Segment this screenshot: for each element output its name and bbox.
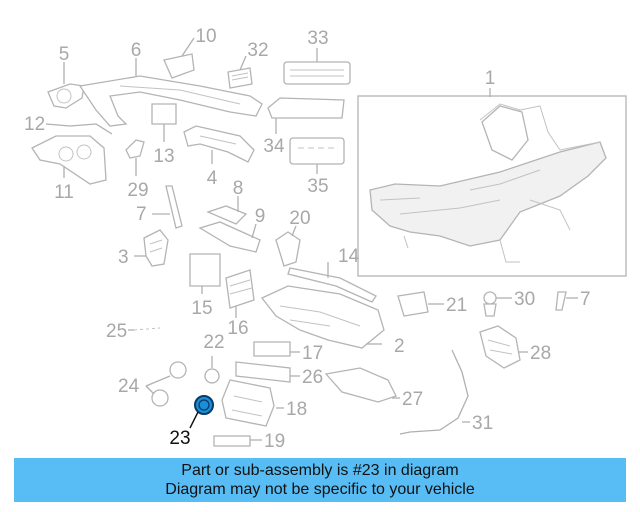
part-30-sensor[interactable]: [483, 291, 497, 317]
label-29: 29: [127, 180, 148, 201]
label-28: 28: [530, 343, 551, 364]
part-9-duct[interactable]: [198, 221, 261, 253]
label-1: 1: [485, 68, 496, 89]
label-10: 10: [195, 26, 216, 47]
leader-32: [239, 55, 247, 71]
banner-line-1: Part or sub-assembly is #23 in diagram: [181, 462, 459, 479]
part-23-highlighted-knob[interactable]: [194, 395, 214, 415]
part-3-vent-left[interactable]: [143, 229, 169, 267]
label-7-right: 7: [580, 289, 591, 310]
leader-23: [189, 411, 199, 429]
parts-diagram: 1 2 3 4 5 6 7 7 8 9 10 11 12 13 14 15 16…: [24, 26, 627, 452]
part-1-dash-frame[interactable]: [357, 95, 627, 277]
part-2-lower-dash[interactable]: [260, 285, 385, 349]
label-15: 15: [191, 298, 212, 319]
label-9: 9: [255, 206, 266, 227]
part-10-pad[interactable]: [163, 53, 195, 79]
label-8: 8: [233, 178, 244, 199]
part-31-cable[interactable]: [399, 349, 469, 435]
part-15-panel[interactable]: [189, 253, 221, 287]
label-2: 2: [394, 336, 405, 357]
part-19-strip[interactable]: [213, 435, 251, 447]
part-32-vent[interactable]: [227, 67, 253, 89]
label-22: 22: [203, 332, 224, 353]
label-18: 18: [286, 399, 307, 420]
label-12: 12: [24, 114, 45, 135]
part-34-panel[interactable]: [267, 97, 345, 119]
label-4: 4: [207, 168, 218, 189]
banner-line-2: Diagram may not be specific to your vehi…: [165, 481, 475, 498]
part-7-trim-left[interactable]: [165, 185, 183, 229]
label-24: 24: [118, 376, 140, 397]
label-35: 35: [307, 176, 328, 197]
label-30: 30: [514, 289, 535, 310]
part-16-vent[interactable]: [225, 269, 255, 309]
label-25: 25: [106, 321, 127, 342]
part-13-panel[interactable]: [151, 103, 177, 125]
label-7-left: 7: [136, 204, 147, 225]
part-18-center-console[interactable]: [221, 379, 275, 427]
label-33: 33: [307, 28, 328, 49]
part-5-trim[interactable]: [47, 83, 85, 109]
label-21: 21: [446, 295, 467, 316]
leader-10: [181, 37, 195, 57]
part-6-upper-panel[interactable]: [78, 75, 263, 127]
part-11-cluster-bezel[interactable]: [31, 135, 107, 185]
part-33-defrost-vent[interactable]: [283, 61, 351, 85]
label-17: 17: [302, 343, 323, 364]
leader-9: [251, 223, 257, 239]
part-27-duct[interactable]: [324, 367, 397, 403]
part-4-center-trim[interactable]: [183, 125, 255, 163]
label-34: 34: [263, 136, 285, 157]
part-21-bracket[interactable]: [397, 291, 429, 317]
part-29-clip[interactable]: [125, 139, 145, 159]
part-25-clip[interactable]: [133, 327, 161, 331]
label-14: 14: [338, 246, 360, 267]
label-19: 19: [264, 431, 285, 452]
part-8-bracket[interactable]: [206, 205, 248, 225]
label-5: 5: [59, 44, 70, 65]
part-20-bracket[interactable]: [275, 231, 301, 267]
part-12-strip[interactable]: [45, 123, 113, 135]
part-7-trim-right[interactable]: [555, 291, 567, 311]
info-banner: Part or sub-assembly is #23 in diagram D…: [14, 458, 626, 502]
label-13: 13: [153, 146, 174, 167]
label-11: 11: [54, 182, 74, 203]
part-26-panel[interactable]: [235, 361, 291, 383]
label-27: 27: [402, 389, 423, 410]
part-17-switch[interactable]: [253, 341, 291, 357]
label-31: 31: [472, 413, 493, 434]
part-14-strip[interactable]: [287, 267, 377, 303]
leader-24: [145, 375, 171, 395]
label-26: 26: [302, 367, 323, 388]
part-22-knob[interactable]: [204, 368, 220, 384]
part-24-knobs[interactable]: [151, 361, 187, 407]
label-3: 3: [118, 247, 129, 268]
label-20: 20: [289, 208, 310, 229]
label-6: 6: [131, 40, 142, 61]
part-28-module[interactable]: [479, 325, 521, 369]
leader-20: [291, 225, 297, 237]
label-23-highlighted: 23: [169, 428, 190, 449]
label-32: 32: [247, 40, 268, 61]
label-16: 16: [227, 318, 248, 339]
part-35-control-unit[interactable]: [289, 137, 345, 165]
